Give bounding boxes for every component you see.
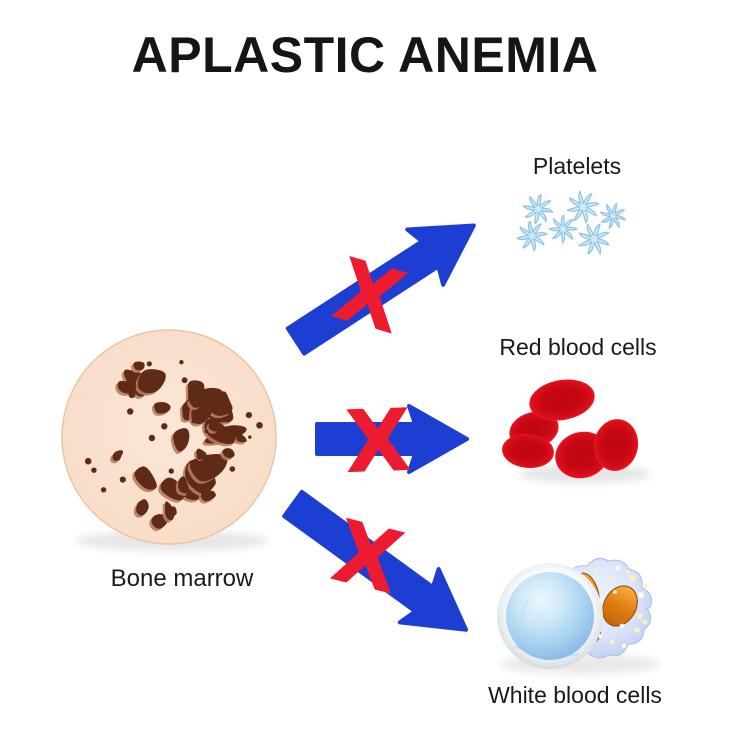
bone-marrow-illustration bbox=[61, 329, 277, 545]
white-blood-cells-label: White blood cells bbox=[488, 682, 662, 708]
page-title: APLASTIC ANEMIA bbox=[131, 27, 599, 83]
bone-marrow-label: Bone marrow bbox=[110, 565, 254, 592]
x-mark-red-blood-cells: X bbox=[343, 391, 413, 493]
red-blood-cells-label: Red blood cells bbox=[499, 334, 657, 360]
arrow-to-red-blood-cells bbox=[315, 404, 469, 474]
white-blood-cells-illustration bbox=[497, 557, 653, 669]
platelets-label: Platelets bbox=[532, 153, 622, 179]
x-mark-platelets: X bbox=[324, 240, 415, 354]
lymphocyte-cell bbox=[497, 563, 603, 669]
platelets-illustration bbox=[516, 190, 626, 255]
arrow-to-platelets bbox=[285, 223, 476, 356]
arrow-to-white-blood-cells bbox=[282, 489, 469, 632]
red-blood-cells-illustration bbox=[502, 379, 639, 479]
